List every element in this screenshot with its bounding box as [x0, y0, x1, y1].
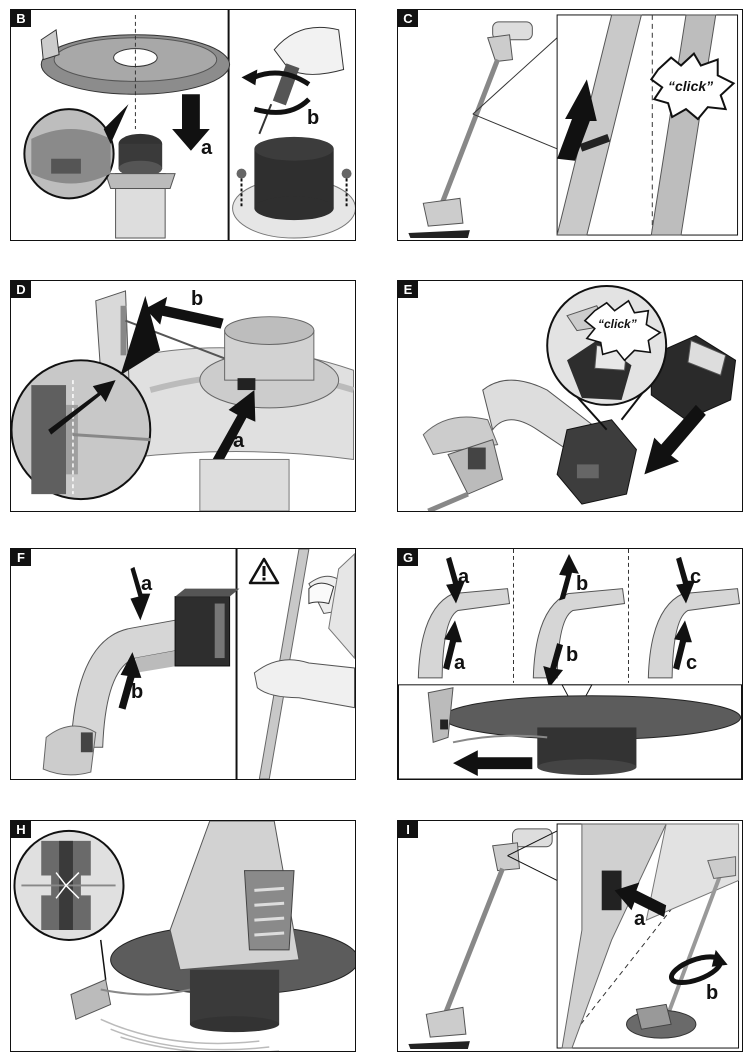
panel-i: I 180° a b: [397, 820, 743, 1052]
click-callout: “click”: [668, 78, 714, 94]
label-b-top: b: [576, 573, 589, 595]
panel-tag: E: [398, 281, 418, 298]
panel-h: H: [10, 820, 356, 1052]
label-c-top: c: [690, 566, 702, 588]
label-c-bottom: c: [686, 652, 698, 674]
panel-e: E “click”: [397, 280, 743, 512]
panel-c-illustration: [408, 14, 739, 239]
label-b: b: [191, 288, 204, 310]
label-a: a: [141, 573, 153, 595]
label-b: b: [307, 107, 320, 129]
label-a: a: [201, 137, 213, 159]
label-b: b: [706, 982, 719, 1004]
panel-h-illustration: [13, 821, 355, 1051]
panel-tag: D: [11, 281, 31, 298]
panel-d-illustration: [11, 290, 355, 511]
label-a: a: [233, 430, 245, 452]
panel-c: C “click”: [397, 9, 743, 241]
click-callout: “click”: [598, 317, 637, 331]
panel-tag: C: [398, 10, 418, 27]
panel-b-illustration: [23, 10, 355, 240]
panel-d: D b a: [10, 280, 356, 512]
label-a-top: a: [458, 566, 470, 588]
panel-tag: B: [11, 10, 31, 27]
panel-tag: G: [398, 549, 418, 566]
panel-tag: H: [11, 821, 31, 838]
panel-e-illustration: [422, 284, 737, 511]
panel-tag: I: [398, 821, 418, 838]
panel-f: F a b: [10, 548, 356, 780]
panel-f-illustration: [42, 549, 355, 779]
panel-g: G a a b b c c: [397, 548, 743, 780]
warning-icon: [248, 557, 280, 585]
panel-g-illustration: [398, 549, 742, 779]
panel-b: B a b: [10, 9, 356, 241]
label-a: a: [634, 908, 646, 930]
panel-i-illustration: [408, 823, 740, 1050]
label-a-bottom: a: [454, 652, 466, 674]
label-b: b: [131, 681, 144, 703]
panel-tag: F: [11, 549, 31, 566]
label-b-bottom: b: [566, 644, 579, 666]
